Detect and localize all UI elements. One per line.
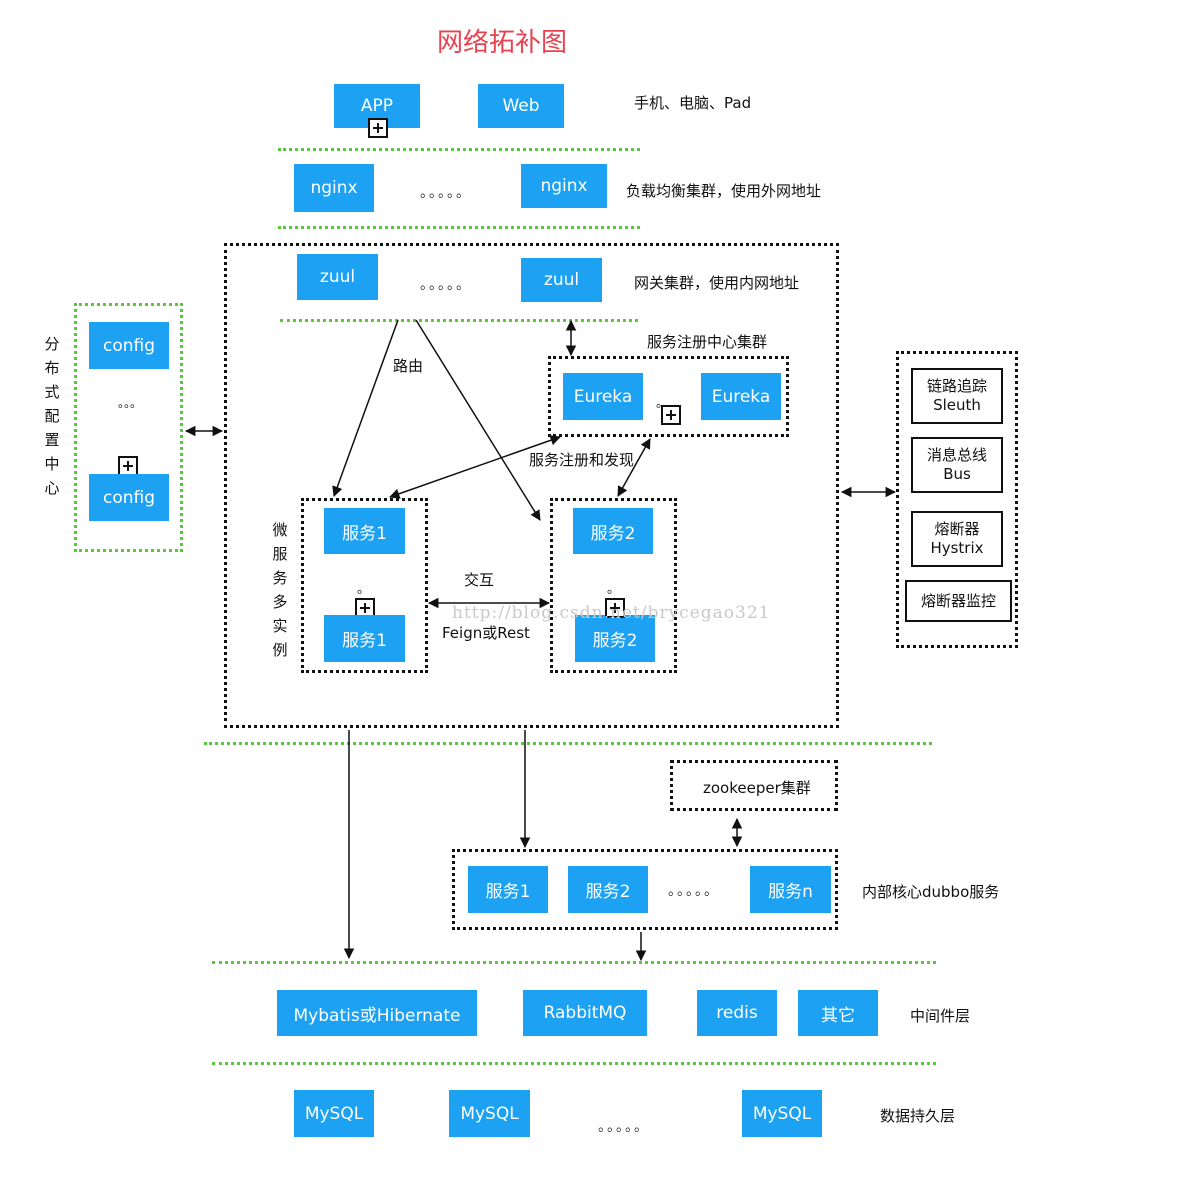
feign-rest-label: Feign或Rest — [442, 624, 530, 642]
bus-title: 消息总线 — [926, 446, 987, 464]
nginx-box-left: nginx — [294, 164, 374, 212]
eureka-service1-arrow — [389, 435, 561, 499]
web-box: Web — [478, 84, 564, 128]
config-box-bottom: config — [89, 474, 169, 521]
config-center-label: 分布式配置中心 — [44, 335, 60, 497]
service1-dot: 。 — [357, 582, 371, 597]
nginx-desc: 负载均衡集群，使用外网地址 — [626, 182, 822, 200]
nginx-ellipsis: 。。。。。 — [420, 185, 472, 201]
zuul-desc: 网关集群，使用内网地址 — [634, 274, 800, 292]
mysql-box-1: MySQL — [294, 1090, 374, 1137]
service1-box-top: 服务1 — [324, 508, 405, 554]
zookeeper-frame — [670, 760, 838, 811]
eureka-cluster-frame — [548, 356, 789, 437]
config-center-frame — [74, 303, 183, 552]
bus-name: Bus — [943, 465, 971, 483]
service2-frame — [550, 498, 677, 673]
service1-box-bottom: 服务1 — [324, 615, 405, 662]
layer-divider — [280, 319, 638, 322]
mysql-box-3: MySQL — [742, 1090, 822, 1137]
zookeeper-label: zookeeper集群 — [703, 779, 811, 797]
microservice-cluster-frame — [224, 243, 839, 728]
redis-box: redis — [697, 990, 777, 1036]
dubbo-service2-box: 服务2 — [568, 866, 648, 913]
client-desc: 手机、电脑、Pad — [634, 94, 752, 112]
ops-tools-frame — [896, 351, 1018, 648]
hystrix-monitor-box: 熔断器监控 — [905, 580, 1012, 622]
expand-plus-icon[interactable] — [368, 118, 388, 138]
service2-box-bottom: 服务2 — [575, 615, 655, 662]
zuul-box-right: zuul — [521, 258, 602, 302]
db-desc: 数据持久层 — [880, 1107, 956, 1125]
layer-divider — [204, 742, 932, 745]
page-title: 网络拓补图 — [437, 28, 568, 58]
route-service1-arrow — [332, 319, 399, 497]
eureka-cluster-label: 服务注册中心集群 — [647, 333, 768, 351]
sleuth-title: 链路追踪 — [926, 377, 987, 395]
mysql-box-2: MySQL — [449, 1090, 530, 1137]
db-ellipsis: 。。。。。 — [598, 1119, 650, 1135]
route-label: 路由 — [393, 357, 424, 375]
micro-instances-label: 微服务多实例 — [272, 521, 288, 659]
zuul-box-left: zuul — [297, 254, 378, 300]
layer-divider — [212, 1062, 936, 1065]
expand-plus-icon[interactable] — [605, 598, 625, 618]
app-box: APP — [334, 84, 420, 128]
rabbitmq-box: RabbitMQ — [523, 990, 647, 1036]
config-box-top: config — [89, 322, 169, 369]
dubbo-frame — [452, 849, 838, 930]
eureka-box-right: Eureka — [701, 373, 781, 420]
hystrix-box: 熔断器 Hystrix — [911, 511, 1003, 567]
route-service2-arrow — [415, 319, 541, 521]
eureka-service2-arrow — [617, 438, 651, 497]
middleware-desc: 中间件层 — [910, 1007, 971, 1025]
expand-plus-icon[interactable] — [661, 405, 681, 425]
sleuth-box: 链路追踪 Sleuth — [911, 368, 1003, 424]
hystrix-title: 熔断器 — [934, 520, 980, 538]
dubbo-ellipsis: 。。。。。 — [668, 883, 720, 899]
service2-box-top: 服务2 — [573, 508, 653, 554]
nginx-box-right: nginx — [521, 164, 607, 208]
layer-divider — [278, 148, 640, 151]
hystrix-name: Hystrix — [930, 539, 984, 557]
bus-box: 消息总线 Bus — [911, 437, 1003, 493]
service1-frame — [301, 498, 428, 673]
dubbo-service1-box: 服务1 — [468, 866, 548, 913]
zuul-ellipsis: 。。。。。 — [420, 277, 472, 293]
other-box: 其它 — [798, 990, 878, 1036]
sleuth-name: Sleuth — [933, 396, 981, 414]
layer-divider — [278, 226, 640, 229]
eureka-box-left: Eureka — [563, 373, 643, 420]
dubbo-servicen-box: 服务n — [750, 866, 831, 913]
interact-label: 交互 — [464, 571, 495, 589]
layer-divider — [212, 961, 936, 964]
service2-dot: 。 — [607, 582, 621, 597]
orm-box: Mybatis或Hibernate — [277, 990, 477, 1036]
dubbo-desc: 内部核心dubbo服务 — [862, 883, 1000, 901]
